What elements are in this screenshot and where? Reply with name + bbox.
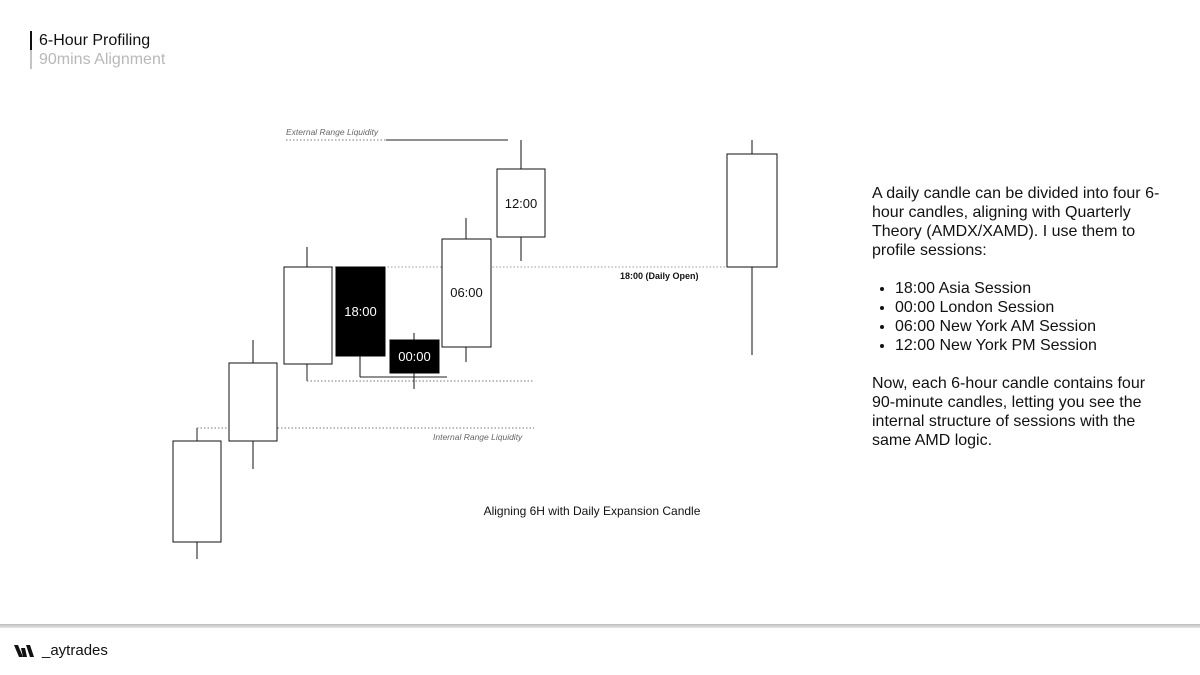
session-list: 18:00 Asia Session 00:00 London Session … bbox=[872, 279, 1172, 355]
candle-london-label: 00:00 bbox=[398, 349, 431, 364]
description-intro: A daily candle can be divided into four … bbox=[872, 185, 1160, 259]
daily-open-label: 18:00 (Daily Open) bbox=[620, 271, 699, 281]
brand-name: _aytrades bbox=[42, 642, 108, 659]
session-item-asia: 18:00 Asia Session bbox=[895, 279, 1172, 298]
candle-asia-1800: 18:00 bbox=[335, 266, 386, 377]
brand: _aytrades bbox=[14, 642, 108, 659]
candle-ny-pm-label: 12:00 bbox=[505, 196, 538, 211]
candle-1 bbox=[172, 440, 222, 559]
session-item-ny-pm: 12:00 New York PM Session bbox=[895, 336, 1172, 355]
footer-divider bbox=[0, 624, 1200, 628]
header: 6-Hour Profiling 90mins Alignment bbox=[30, 31, 165, 69]
candle-london-body bbox=[389, 339, 440, 374]
candle-3 bbox=[283, 247, 333, 367]
candle-ny-am-body bbox=[441, 238, 492, 348]
session-item-london: 00:00 London Session bbox=[895, 298, 1172, 317]
candle-asia-body bbox=[335, 266, 386, 357]
candle-2 bbox=[228, 340, 278, 469]
internal-liquidity-label: Internal Range Liquidity bbox=[433, 432, 523, 442]
brand-logo-icon bbox=[14, 644, 34, 657]
candle-asia-label: 18:00 bbox=[344, 304, 377, 319]
daily-candle-body bbox=[726, 153, 778, 268]
daily-candle bbox=[726, 140, 778, 355]
page-title: 6-Hour Profiling bbox=[30, 31, 165, 50]
candle-ny-pm-1200: 12:00 bbox=[496, 140, 546, 261]
candle-3-body bbox=[283, 266, 333, 365]
diagram-caption: Aligning 6H with Daily Expansion Candle bbox=[484, 504, 701, 518]
external-liquidity-label: External Range Liquidity bbox=[286, 127, 379, 137]
candle-2-body bbox=[228, 362, 278, 442]
candle-ny-pm-body bbox=[496, 168, 546, 238]
candle-ny-am-0600: 06:00 bbox=[441, 218, 492, 362]
candle-1-body bbox=[172, 440, 222, 543]
candle-london-0000: 00:00 bbox=[389, 333, 440, 389]
description-outro: Now, each 6-hour candle contains four 90… bbox=[872, 375, 1146, 449]
page-subtitle: 90mins Alignment bbox=[30, 50, 165, 69]
candle-diagram: External Range Liquidity 18:00 (Daily Op… bbox=[172, 127, 778, 559]
candle-ny-am-label: 06:00 bbox=[450, 285, 483, 300]
session-item-ny-am: 06:00 New York AM Session bbox=[895, 317, 1172, 336]
description: A daily candle can be divided into four … bbox=[872, 184, 1172, 450]
